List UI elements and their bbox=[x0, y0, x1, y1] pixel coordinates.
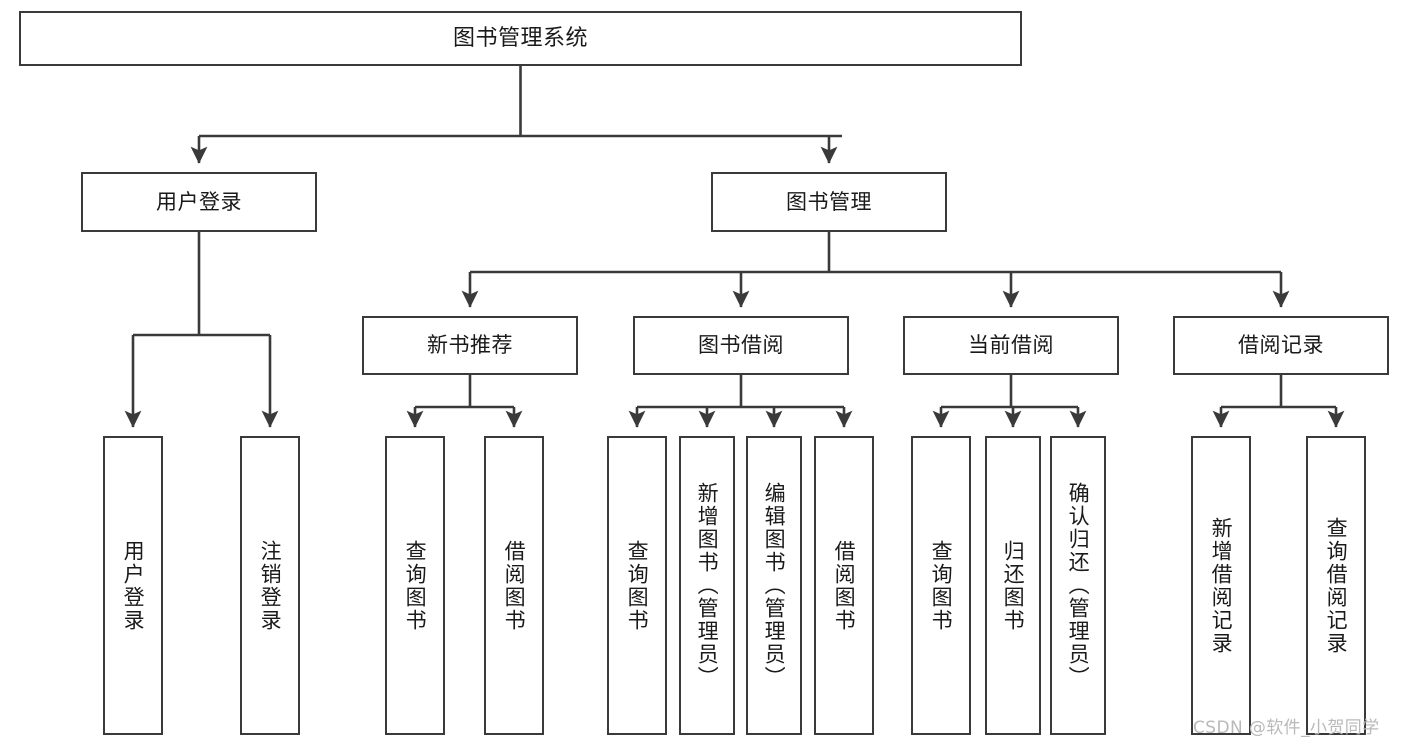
node-user-login[interactable]: 用户登录 bbox=[81, 172, 317, 232]
node-leaf-query-record-label: 查询借阅记录 bbox=[1324, 516, 1349, 655]
node-leaf-user-login[interactable]: 用户登录 bbox=[103, 436, 163, 735]
node-leaf-logout-label: 注销登录 bbox=[258, 539, 283, 632]
node-book-borrow-label: 图书借阅 bbox=[698, 333, 784, 358]
node-borrow-record[interactable]: 借阅记录 bbox=[1173, 316, 1389, 375]
node-leaf-query-book-1-label: 查询图书 bbox=[403, 539, 428, 632]
node-leaf-borrow-book-2[interactable]: 借阅图书 bbox=[814, 436, 874, 735]
node-leaf-add-record[interactable]: 新增借阅记录 bbox=[1191, 436, 1251, 735]
node-leaf-confirm-return[interactable]: 确认归还（管理员） bbox=[1050, 436, 1106, 735]
node-leaf-query-book-1[interactable]: 查询图书 bbox=[385, 436, 445, 735]
node-leaf-query-record[interactable]: 查询借阅记录 bbox=[1306, 436, 1366, 735]
node-leaf-query-book-2[interactable]: 查询图书 bbox=[607, 436, 667, 735]
node-leaf-query-book-2-label: 查询图书 bbox=[625, 539, 650, 632]
node-book-manage-label: 图书管理 bbox=[786, 189, 872, 214]
node-leaf-query-book-3-label: 查询图书 bbox=[929, 539, 954, 632]
node-leaf-add-record-label: 新增借阅记录 bbox=[1209, 516, 1234, 655]
node-leaf-add-book-label: 新增图书（管理员） bbox=[695, 482, 720, 689]
csdn-watermark: CSDN @软件_小贺同学 bbox=[1193, 718, 1380, 738]
node-book-borrow[interactable]: 图书借阅 bbox=[633, 316, 849, 375]
node-root[interactable]: 图书管理系统 bbox=[19, 11, 1022, 66]
node-leaf-edit-book[interactable]: 编辑图书（管理员） bbox=[746, 436, 802, 735]
node-leaf-add-book[interactable]: 新增图书（管理员） bbox=[679, 436, 735, 735]
node-root-label: 图书管理系统 bbox=[452, 25, 588, 51]
node-new-book-recommend-label: 新书推荐 bbox=[427, 333, 513, 358]
node-user-login-label: 用户登录 bbox=[156, 189, 242, 214]
node-leaf-logout[interactable]: 注销登录 bbox=[240, 436, 300, 735]
node-book-manage[interactable]: 图书管理 bbox=[711, 172, 947, 232]
node-current-borrow[interactable]: 当前借阅 bbox=[903, 316, 1119, 375]
node-leaf-borrow-book-1-label: 借阅图书 bbox=[502, 539, 527, 632]
node-leaf-return-book-label: 归还图书 bbox=[1001, 539, 1026, 632]
node-leaf-confirm-return-label: 确认归还（管理员） bbox=[1066, 482, 1091, 689]
node-current-borrow-label: 当前借阅 bbox=[968, 333, 1054, 358]
node-leaf-edit-book-label: 编辑图书（管理员） bbox=[762, 482, 787, 689]
node-leaf-borrow-book-1[interactable]: 借阅图书 bbox=[484, 436, 544, 735]
node-leaf-return-book[interactable]: 归还图书 bbox=[985, 436, 1041, 735]
node-leaf-borrow-book-2-label: 借阅图书 bbox=[832, 539, 857, 632]
node-borrow-record-label: 借阅记录 bbox=[1238, 333, 1324, 358]
node-leaf-user-login-label: 用户登录 bbox=[121, 539, 146, 632]
node-new-book-recommend[interactable]: 新书推荐 bbox=[362, 316, 578, 375]
node-leaf-query-book-3[interactable]: 查询图书 bbox=[911, 436, 971, 735]
